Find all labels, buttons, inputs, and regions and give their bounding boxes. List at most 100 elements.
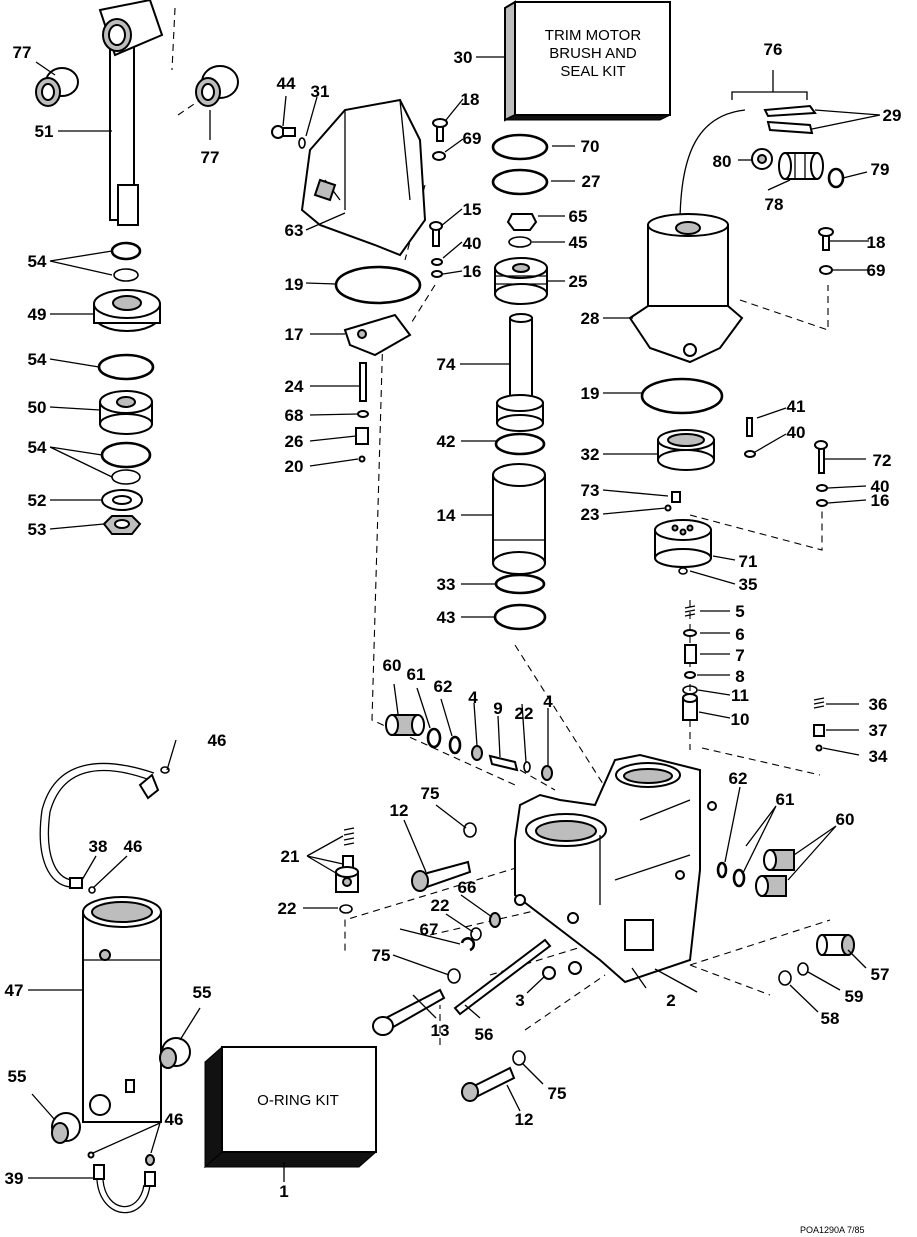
callout-27: 27 (582, 172, 601, 191)
callout-11: 11 (731, 686, 749, 705)
callout-44: 44 (277, 74, 296, 93)
callout-4: 4 (543, 692, 553, 711)
callout-54: 54 (28, 438, 47, 457)
cap (494, 257, 548, 305)
callout-19: 19 (581, 384, 600, 403)
callout-45: 45 (569, 233, 588, 252)
check-valve-right (755, 849, 795, 897)
callout-50: 50 (28, 398, 47, 417)
callout-34: 34 (869, 747, 888, 766)
callout-61: 61 (407, 665, 426, 684)
callout-54: 54 (28, 350, 47, 369)
callout-46: 46 (124, 837, 143, 856)
callout-12: 12 (390, 801, 409, 820)
callout-32: 32 (581, 445, 600, 464)
callout-72: 72 (873, 451, 892, 470)
trim-kit-line-3: SEAL KIT (560, 63, 625, 80)
callout-66: 66 (458, 878, 477, 897)
callout-37: 37 (869, 721, 888, 740)
callout-28: 28 (581, 309, 600, 328)
callout-7: 7 (735, 646, 744, 665)
callout-23: 23 (581, 505, 600, 524)
callout-30: 30 (454, 48, 473, 67)
callout-18: 18 (461, 90, 480, 109)
callout-16: 16 (871, 491, 890, 510)
bolt-lower (461, 1066, 516, 1102)
wire-connector (778, 152, 824, 180)
callout-6: 6 (735, 625, 744, 644)
callout-57: 57 (871, 965, 890, 984)
callout-55: 55 (193, 983, 212, 1002)
callout-43: 43 (437, 608, 456, 627)
shaft-13 (372, 988, 446, 1036)
callout-15: 15 (463, 200, 482, 219)
o-ring-kit-box (203, 1045, 378, 1169)
trim-kit-line-2: BRUSH AND (549, 45, 637, 62)
callout-3: 3 (515, 991, 524, 1010)
callout-14: 14 (437, 506, 456, 525)
trim-motor (628, 109, 746, 364)
callout-67: 67 (420, 920, 439, 939)
callout-65: 65 (569, 207, 588, 226)
callout-73: 73 (581, 481, 600, 500)
callout-62: 62 (434, 677, 453, 696)
callout-74: 74 (437, 355, 456, 374)
manual-release-valve (816, 934, 855, 956)
callout-78: 78 (765, 195, 784, 214)
piston (99, 390, 153, 435)
callout-69: 69 (463, 129, 482, 148)
callout-56: 56 (475, 1025, 494, 1044)
o-ring-kit-label: O-RING KIT (257, 1092, 339, 1109)
callout-20: 20 (285, 457, 304, 476)
callout-40: 40 (463, 234, 482, 253)
callout-62: 62 (729, 769, 748, 788)
drawing-reference-code: POA1290A 7/85 (800, 1225, 865, 1235)
bolt-upper (411, 860, 472, 892)
callout-16: 16 (463, 262, 482, 281)
callout-36: 36 (869, 695, 888, 714)
reservoir-ring (657, 429, 715, 471)
bushing-left (35, 67, 79, 107)
callout-31: 31 (311, 82, 330, 101)
callout-75: 75 (421, 784, 440, 803)
callout-49: 49 (28, 305, 47, 324)
callout-22: 22 (431, 896, 450, 915)
gland-nut (93, 289, 161, 332)
valve-cap (335, 866, 359, 893)
callout-76: 76 (764, 40, 783, 59)
check-valve-left (385, 714, 425, 736)
callout-69: 69 (867, 261, 886, 280)
trim-cylinder (82, 896, 162, 1123)
callout-24: 24 (285, 377, 304, 396)
kit-box-labels: TRIM MOTOR BRUSH AND SEAL KIT O-RING KIT (257, 27, 641, 1109)
callout-25: 25 (569, 272, 588, 291)
callout-80: 80 (713, 152, 732, 171)
leader-lines (28, 56, 881, 1182)
motor-cover (300, 98, 427, 257)
callout-33: 33 (437, 575, 456, 594)
callout-26: 26 (285, 432, 304, 451)
callout-40: 40 (871, 477, 890, 496)
callout-21: 21 (281, 847, 300, 866)
callout-75: 75 (372, 946, 391, 965)
trim-kit-line-1: TRIM MOTOR (545, 27, 642, 44)
trim-motor-kit-box (504, 0, 671, 122)
callout-17: 17 (285, 325, 304, 344)
callout-71: 71 (739, 552, 758, 571)
callout-39: 39 (5, 1169, 24, 1188)
callout-61: 61 (776, 790, 795, 809)
callout-10: 10 (731, 710, 750, 729)
callout-60: 60 (836, 810, 855, 829)
callout-77: 77 (201, 148, 220, 167)
callout-58: 58 (821, 1009, 840, 1028)
callout-52: 52 (28, 491, 47, 510)
hydraulic-tube (39, 762, 160, 889)
callout-5: 5 (735, 602, 744, 621)
callout-13: 13 (431, 1021, 450, 1040)
callout-79: 79 (871, 160, 890, 179)
callout-4: 4 (468, 688, 478, 707)
callout-59: 59 (845, 987, 864, 1006)
callout-8: 8 (735, 667, 744, 686)
callout-53: 53 (28, 520, 47, 539)
